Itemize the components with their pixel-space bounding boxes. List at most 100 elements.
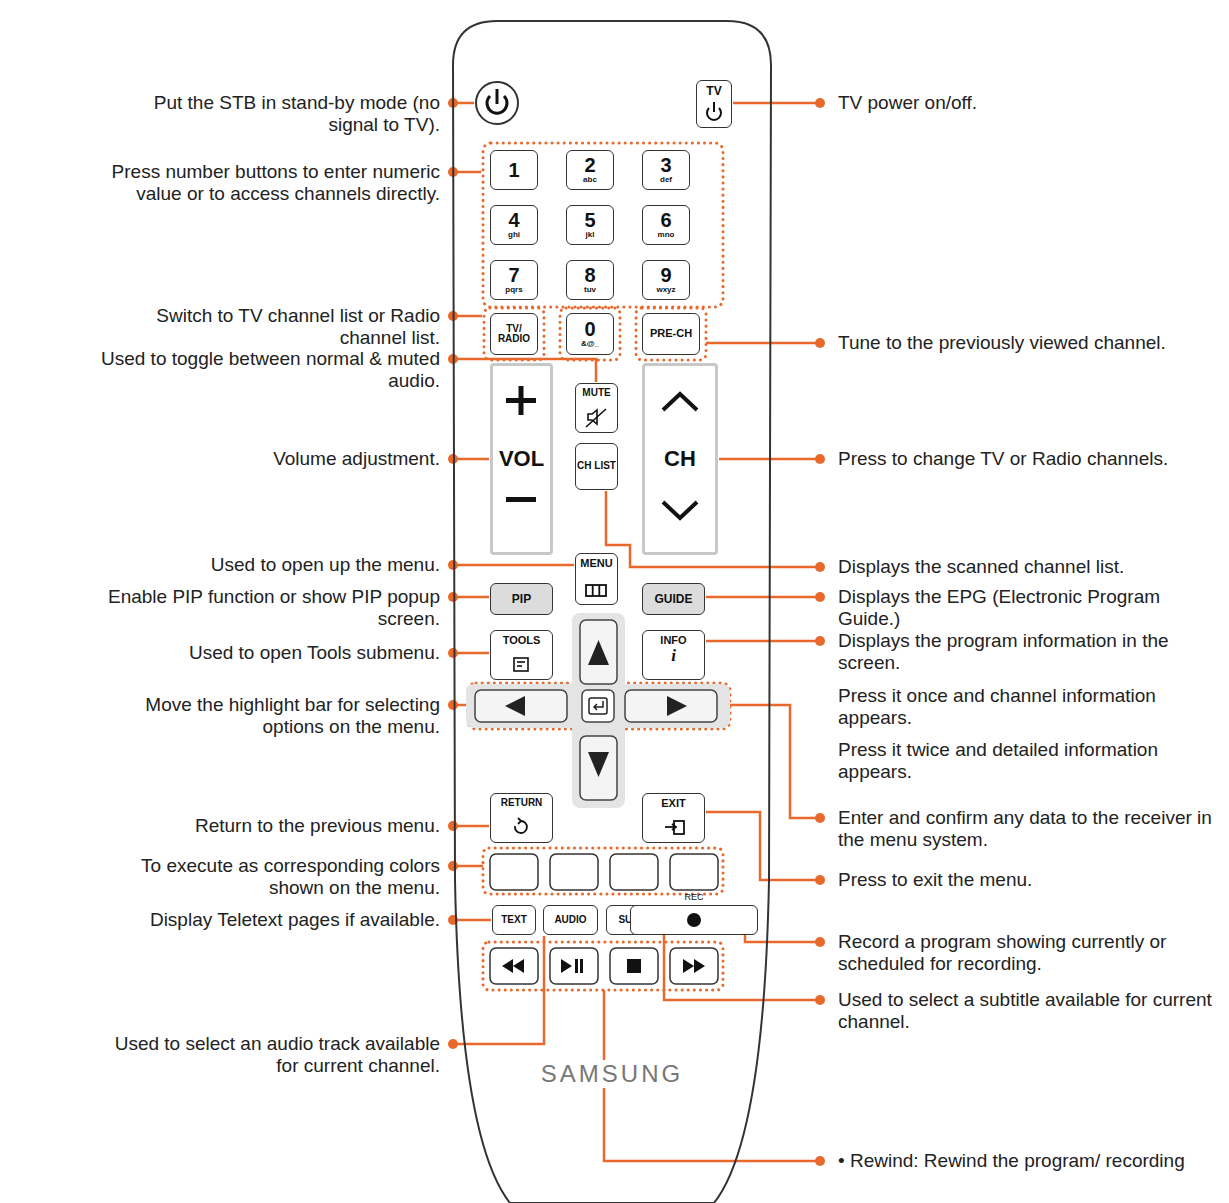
dpad (588, 640, 609, 665)
button-label: 8 (584, 265, 595, 286)
remote-button: RETURN (490, 793, 553, 843)
button-label: REC (627, 893, 761, 902)
callout-text: To execute as corresponding colors shown… (100, 855, 440, 899)
power-button (476, 82, 518, 124)
callout-text: Return to the previous menu. (100, 815, 440, 837)
callout-text: Used to open up the menu. (100, 554, 440, 576)
callout-text: Enable PIP function or show PIP popup sc… (100, 586, 440, 630)
remote-button: CH LIST (575, 443, 618, 490)
remote-button: 7pqrs (490, 260, 538, 300)
dpad (589, 698, 607, 714)
leader-line (453, 596, 489, 599)
button-label: AUDIO (554, 915, 586, 926)
button-label: mno (658, 231, 675, 239)
button-label: &@_ (581, 340, 599, 348)
dotted-outline (468, 683, 730, 729)
leader-dot (815, 454, 825, 464)
playback-button (490, 948, 718, 984)
button-label: ghi (508, 231, 520, 239)
leader-dot (815, 1156, 825, 1166)
leader-dot (448, 1039, 458, 1049)
callout-text: Put the STB in stand-by mode (no signal … (100, 92, 440, 136)
remote-button: TV/ RADIO (490, 313, 538, 355)
callout-text: Displays the program information in the … (838, 630, 1223, 674)
callout-text: Used to open Tools submenu. (100, 642, 440, 664)
button-label: CH LIST (577, 461, 616, 472)
playback-button (550, 948, 598, 984)
playback-button (694, 959, 705, 973)
leader-dot (448, 700, 458, 710)
button-label: VOL (499, 447, 544, 470)
remote-button: 5jkl (566, 205, 614, 245)
callout-text: TV power on/off. (838, 92, 1223, 114)
remote-button: INFOi (642, 630, 705, 680)
remote-button: MUTE (575, 383, 618, 433)
leader-line (453, 825, 489, 828)
button-label: i (671, 647, 676, 665)
color-button (490, 854, 718, 890)
remote-button: PRE-CH (642, 313, 700, 355)
button-label: abc (583, 176, 597, 184)
playback-button (627, 959, 641, 973)
button-label: 6 (660, 210, 671, 231)
leader-line (706, 342, 820, 345)
dpad (588, 752, 609, 777)
dpad (594, 701, 603, 710)
remote-button: 0&@_ (566, 313, 614, 355)
button-label: 1 (508, 160, 519, 181)
callout-text: Press it once and channel information ap… (838, 685, 1223, 729)
leader-dot (448, 648, 458, 658)
leader-line (453, 103, 820, 1161)
callout-text: Volume adjustment. (100, 448, 440, 470)
leader-line (453, 564, 574, 567)
dotted-outline (484, 308, 544, 360)
remote-button: PIP (490, 583, 553, 615)
button-label: jkl (586, 231, 595, 239)
callout-text: Press it twice and detailed information … (838, 739, 1223, 783)
button-label: 2 (584, 155, 595, 176)
color-button (610, 854, 658, 890)
remote-button: 3def (642, 150, 690, 190)
color-button (550, 854, 598, 890)
button-label: 0 (584, 319, 595, 340)
callout-text: Display Teletext pages if available. (100, 909, 440, 931)
remote-button: 4ghi (490, 205, 538, 245)
button-label: INFO (660, 635, 686, 647)
dpad (466, 613, 730, 808)
dotted-outline (560, 308, 620, 360)
dpad (667, 696, 687, 716)
callout-text: Move the highlight bar for selecting opt… (100, 694, 440, 738)
remote-button: 9wxyz (642, 260, 690, 300)
leader-dot (815, 813, 825, 823)
leader-dot (815, 592, 825, 602)
button-label: TV (706, 85, 721, 98)
playback-button (683, 959, 694, 973)
callout-text: Used to toggle between normal & muted au… (100, 348, 440, 392)
playback-button (490, 948, 538, 984)
remote-button: TOOLS (490, 630, 553, 680)
callout-text: Record a program showing currently or sc… (838, 931, 1223, 975)
playback-button (670, 948, 718, 984)
leader-line (706, 640, 820, 643)
callout-text: Used to select an audio track available … (100, 1033, 440, 1077)
button-label: TEXT (501, 915, 527, 926)
remote-button: VOL (490, 363, 553, 555)
remote-body: SAMSUNGTV12abc3def4ghi5jkl6mno7pqrs8tuv9… (452, 20, 772, 1203)
callout-text: Press to change TV or Radio channels. (838, 448, 1223, 470)
leader-dot (448, 861, 458, 871)
leader-dot (815, 636, 825, 646)
callout-text: Press to exit the menu. (838, 869, 1223, 891)
dpad (580, 736, 617, 800)
button-label: PRE-CH (650, 328, 692, 340)
remote-button: CH (642, 363, 718, 555)
callout-text: Switch to TV channel list or Radio chann… (100, 305, 440, 349)
playback-button (610, 948, 658, 984)
button-label: 4 (508, 210, 519, 231)
leader-dot (448, 560, 458, 570)
playback-button (580, 959, 583, 973)
playback-button (502, 959, 705, 973)
button-label: 5 (584, 210, 595, 231)
dpad (466, 684, 730, 728)
remote-button: TV (696, 80, 732, 128)
remote-button: REC (630, 905, 758, 935)
